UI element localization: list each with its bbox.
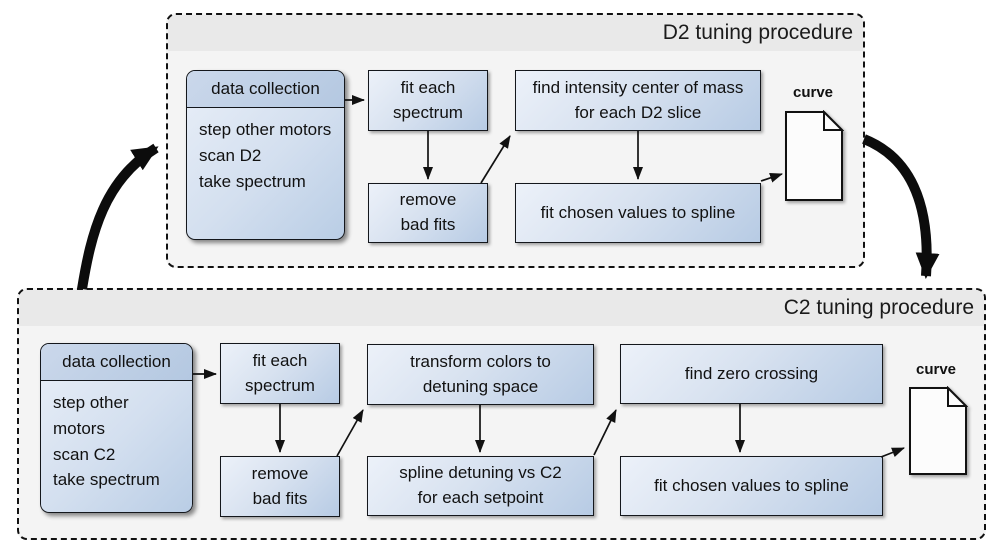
c2-fit-chosen-values-box: fit chosen values to spline xyxy=(620,456,883,516)
c2-find-zero-crossing-box: find zero crossing xyxy=(620,344,883,404)
d2-find-intensity-box: find intensity center of mass for each D… xyxy=(515,70,761,131)
c2-data-collection-header: data collection xyxy=(41,344,192,381)
c2-transform-colors-box: transform colors to detuning space xyxy=(367,344,594,405)
d2-curve-document-icon xyxy=(785,110,844,201)
d2-data-collection-box: data collection step other motors scan D… xyxy=(186,70,345,240)
arrow-d2-to-c2-loop xyxy=(862,134,940,279)
c2-curve-label: curve xyxy=(915,361,957,378)
d2-curve-label: curve xyxy=(792,84,834,101)
c2-titlebar: C2 tuning procedure xyxy=(19,290,984,326)
c2-spline-detuning-box: spline detuning vs C2 for each setpoint xyxy=(367,456,594,516)
c2-data-collection-box: data collection step other motors scan C… xyxy=(40,343,193,513)
c2-title: C2 tuning procedure xyxy=(783,296,974,319)
d2-fit-chosen-values-box: fit chosen values to spline xyxy=(515,183,761,243)
d2-remove-bad-fits-box: remove bad fits xyxy=(368,183,488,243)
c2-fit-each-spectrum-box: fit each spectrum xyxy=(220,343,340,404)
arrow-c2-to-d2-loop xyxy=(77,143,159,290)
d2-fit-each-spectrum-box: fit each spectrum xyxy=(368,70,488,131)
d2-data-collection-steps: step other motors scan D2 take spectrum xyxy=(199,120,332,191)
c2-data-collection-steps: step other motors scan C2 take spectrum xyxy=(53,393,160,490)
d2-title: D2 tuning procedure xyxy=(662,21,853,44)
c2-remove-bad-fits-box: remove bad fits xyxy=(220,456,340,517)
c2-curve-document-icon xyxy=(909,386,968,475)
d2-titlebar: D2 tuning procedure xyxy=(168,15,863,51)
d2-data-collection-header: data collection xyxy=(187,71,344,108)
